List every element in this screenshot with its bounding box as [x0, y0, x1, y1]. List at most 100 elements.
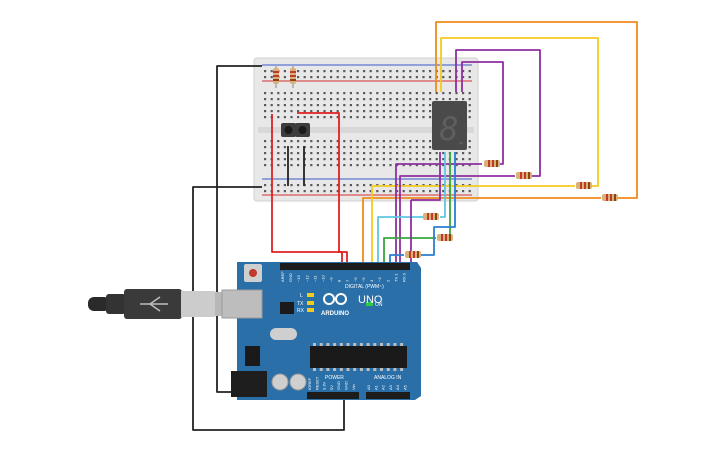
breadboard-hole [297, 152, 300, 155]
breadboard-hole [343, 164, 346, 167]
resistor-segment-e[interactable] [423, 213, 439, 220]
breadboard-hole [330, 158, 333, 161]
breadboard-hole [297, 92, 300, 95]
breadboard-hole [462, 158, 465, 161]
breadboard-hole [330, 184, 333, 187]
pin-label: A1 [373, 384, 378, 390]
wire-display-blue[interactable] [420, 152, 456, 256]
breadboard-hole [422, 70, 425, 73]
breadboard-hole [303, 190, 306, 193]
wire-purple-1[interactable] [455, 49, 541, 177]
resistor-segment-g[interactable] [405, 251, 421, 258]
breadboard-hole [349, 110, 352, 113]
breadboard-hole [376, 92, 379, 95]
breadboard-hole [330, 104, 333, 107]
breadboard-hole [429, 92, 432, 95]
resistor-segment-f[interactable] [437, 234, 453, 241]
breadboard-hole [316, 152, 319, 155]
breadboard-hole [409, 140, 412, 143]
breadboard-hole [382, 76, 385, 79]
resistor-button-2[interactable] [290, 66, 296, 88]
breadboard-hole [303, 104, 306, 107]
breadboard-hole [389, 140, 392, 143]
wire-orange-to-arduino[interactable] [362, 197, 601, 266]
breadboard[interactable] [253, 57, 479, 202]
breadboard-hole [297, 164, 300, 167]
breadboard-hole [356, 98, 359, 101]
chip-pin [326, 343, 330, 346]
resistor-segment-c[interactable] [576, 182, 592, 189]
pin-label: ~3 [377, 277, 382, 282]
breadboard-hole [369, 152, 372, 155]
push-button-2[interactable] [295, 123, 310, 137]
breadboard-hole [376, 104, 379, 107]
wire-orange[interactable] [435, 21, 638, 199]
breadboard-hole [415, 158, 418, 161]
breadboard-hole [455, 98, 458, 101]
resistor-segment-b[interactable] [516, 172, 532, 179]
breadboard-hole [409, 70, 412, 73]
wire-display-purple[interactable] [411, 152, 441, 201]
breadboard-hole [290, 110, 293, 113]
breadboard-hole [389, 158, 392, 161]
chip-pin [313, 368, 316, 371]
wire-red-button-2[interactable] [297, 112, 348, 266]
seven-segment-display[interactable]: 8 [432, 101, 467, 150]
breadboard-hole [462, 98, 465, 101]
breadboard-hole [323, 70, 326, 73]
wire-purple-to-arduino[interactable] [399, 175, 515, 266]
breadboard-hole [422, 104, 425, 107]
breadboard-hole [277, 110, 280, 113]
push-button-1[interactable] [281, 123, 296, 137]
breadboard-hole [363, 110, 366, 113]
breadboard-hole [422, 92, 425, 95]
breadboard-hole [310, 140, 313, 143]
wire-cyan[interactable] [377, 216, 425, 266]
breadboard-hole [264, 70, 267, 73]
breadboard-hole [429, 140, 432, 143]
breadboard-hole [336, 140, 339, 143]
chip-pin [386, 343, 390, 346]
display-digit: 8 [439, 110, 458, 148]
wire-green[interactable] [383, 237, 436, 266]
breadboard-hole [356, 110, 359, 113]
pin-label: ~9 [329, 277, 334, 282]
breadboard-hole [336, 164, 339, 167]
wire-black-gnd-bottom[interactable] [192, 186, 345, 431]
breadboard-hole [389, 110, 392, 113]
resistor-segment-d[interactable] [602, 194, 618, 201]
chip-pin [333, 368, 337, 371]
wire-purple-2-to-arduino[interactable] [395, 163, 482, 266]
breadboard-hole [343, 190, 346, 193]
chip-pin [400, 343, 404, 346]
breadboard-hole [429, 76, 432, 79]
resistor-button-1[interactable] [273, 66, 279, 88]
wire-red-button-1[interactable] [271, 114, 343, 266]
breadboard-hole [442, 152, 445, 155]
chip-pin [393, 368, 397, 371]
breadboard-hole [336, 76, 339, 79]
breadboard-hole [468, 190, 471, 193]
pin-label: RX 0 [402, 272, 407, 282]
breadboard-hole [402, 70, 405, 73]
wire-yellow[interactable] [440, 37, 599, 187]
breadboard-hole [376, 70, 379, 73]
wire-purple-2[interactable] [461, 61, 504, 165]
breadboard-hole [323, 152, 326, 155]
breadboard-hole [363, 104, 366, 107]
breadboard-hole [264, 116, 267, 119]
wire-black-gnd-top[interactable] [216, 65, 262, 393]
breadboard-hole [415, 76, 418, 79]
resistor-segment-a[interactable] [484, 160, 500, 167]
breadboard-hole [363, 70, 366, 73]
breadboard-hole [264, 184, 267, 187]
wire-display-cyan[interactable] [440, 152, 446, 218]
breadboard-hole [277, 140, 280, 143]
breadboard-hole [396, 164, 399, 167]
l-label: L [300, 293, 303, 299]
wire-yellow-to-arduino[interactable] [371, 185, 575, 266]
breadboard-hole [409, 116, 412, 119]
arduino-uno-board[interactable]: L TX RX ON ARDUINO UNO DIGITAL (PWM~) AR… [221, 262, 421, 400]
breadboard-hole [382, 116, 385, 119]
breadboard-hole [462, 152, 465, 155]
